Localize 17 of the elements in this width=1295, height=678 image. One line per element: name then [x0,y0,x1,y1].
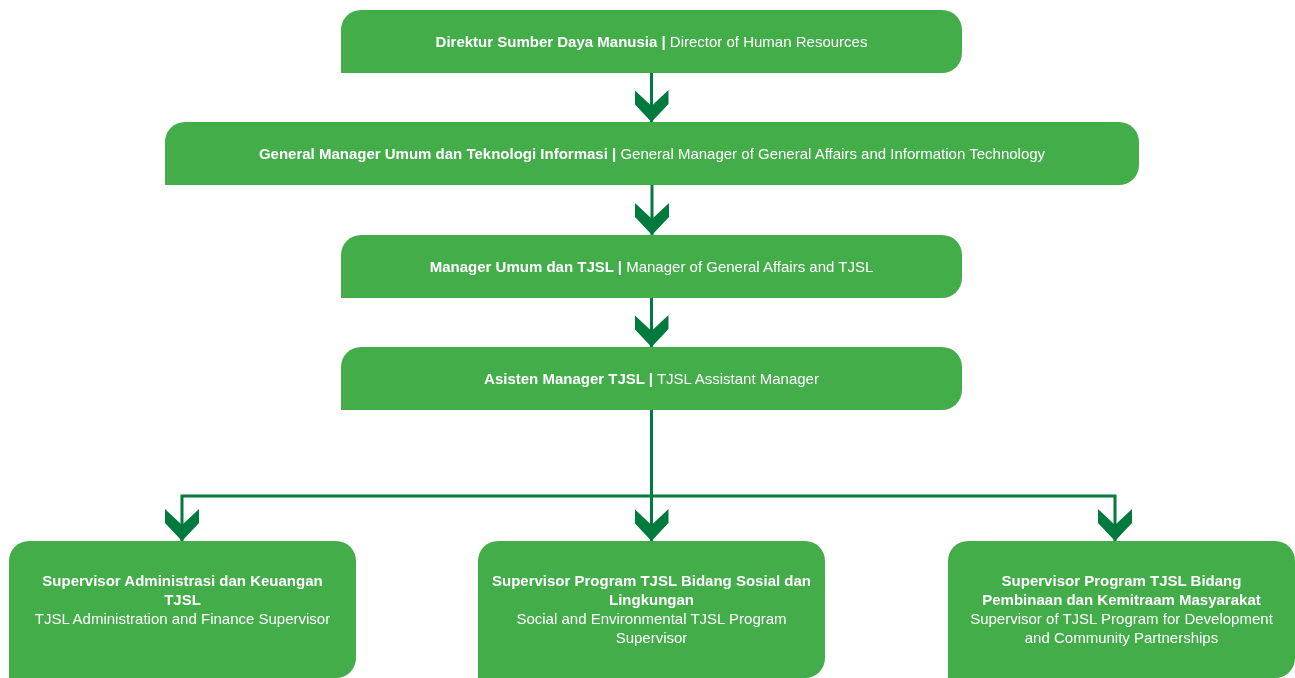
role-title: Manager Umum dan TJSL | Manager of General Affairs and TJSL [429,257,874,276]
role-box [341,347,962,410]
role-box [341,235,962,298]
role-translation: Supervisor of TJSL Program for Development and Community Partnerships [969,609,1274,647]
role-box [341,10,962,73]
role-title: Supervisor Administrasi dan Keuangan TJSL [41,571,324,609]
role-box [165,122,1139,185]
role-box [478,541,825,678]
role-title: Direktur Sumber Daya Manusia | Director of Human Resources [435,32,868,51]
role-title: Supervisor Program TJSL Bidang Sosial dan Lingkungan [492,571,811,609]
role-title: Asisten Manager TJSL | TJSL Assistant Manager [484,369,819,388]
role-translation: TJSL Administration and Finance Supervisor [34,609,331,628]
role-title: General Manager Umum dan Teknologi Informasi | General Manager of General Affairs and Information Technology [258,144,1046,163]
role-translation: Social and Environmental TJSL Program Supervisor [515,609,788,647]
role-box [948,541,1295,678]
role-box [9,541,356,678]
role-title: Supervisor Program TJSL Bidang Pembinaan dan Kemitraam Masyarakat [981,571,1262,609]
